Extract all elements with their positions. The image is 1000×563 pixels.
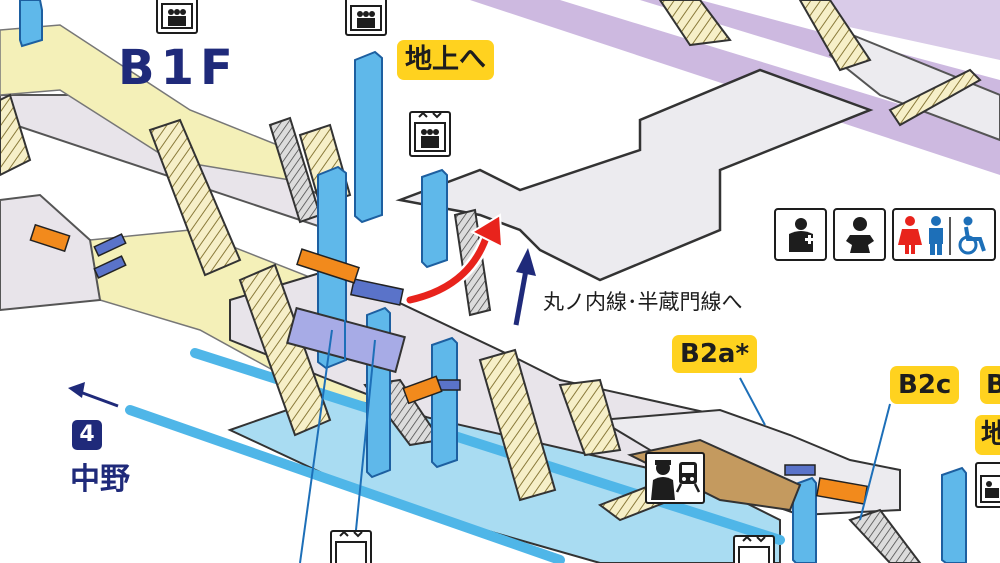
exit-4-arrow <box>68 382 119 408</box>
elevator-icon <box>330 530 372 563</box>
elevator-icon <box>156 0 198 34</box>
elevator-shafts <box>19 0 967 563</box>
exit-b2a-tag: B2a* <box>672 335 758 373</box>
exit-b2c-tag: B2c <box>890 366 960 404</box>
wheelchair-icon <box>958 216 986 254</box>
elevator-icon <box>975 462 1000 508</box>
floor-label: B1F <box>118 40 239 96</box>
ticket-gates <box>93 233 816 476</box>
direction-arrow <box>513 248 536 326</box>
lockers <box>29 223 869 505</box>
elevator-icon <box>345 0 387 36</box>
to-ground-sign: 地上へ <box>397 40 494 80</box>
exit-b-tag: B <box>980 366 1000 404</box>
leader-lines <box>299 320 891 563</box>
facility-icons <box>774 208 1000 261</box>
exit-ground-tag: 地 <box>975 415 1000 455</box>
to-lines-direction: 丸ノ内線･半蔵門線へ <box>543 290 743 314</box>
baby-changing-icon <box>833 208 886 261</box>
route-arrow <box>404 213 504 306</box>
elevator-icon <box>733 535 775 563</box>
station-office-icon <box>645 452 705 504</box>
exit-number-badge: 4 <box>72 420 102 450</box>
exit-destination-name: 中野 <box>70 462 130 497</box>
nursing-room-icon <box>774 208 827 261</box>
restroom-icon <box>892 208 996 261</box>
elevator-icon <box>409 111 451 157</box>
